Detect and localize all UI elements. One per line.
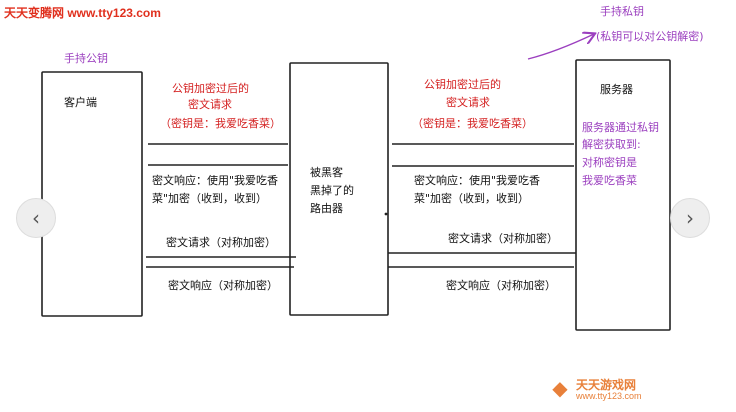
- server-note-line: 解密获取到:: [582, 137, 641, 151]
- right-request-line-text: （密钥是：我爱吃香菜）: [412, 116, 533, 130]
- server-box: [575, 59, 671, 331]
- server-label: 服务器: [600, 83, 633, 96]
- right-response-text: 密文响应：使用"我爱吃香: [414, 173, 540, 187]
- router-label-line: 路由器: [310, 201, 343, 215]
- chevron-left-icon: ‹: [32, 206, 40, 230]
- router-label-line: 被黑客: [310, 165, 343, 179]
- left-request-line-text: （密钥是：我爱吃香菜）: [160, 116, 281, 130]
- server-note-line: 我爱吃香菜: [582, 174, 637, 187]
- right-request-line-text: 公钥加密过后的: [424, 77, 501, 91]
- server-note-line: 服务器通过私钥: [582, 120, 659, 134]
- router-label-line: 黑掉了的: [310, 183, 354, 197]
- client-caption: 手持公钥: [64, 51, 108, 65]
- right-response-text: 菜"加密（收到，收到）: [414, 191, 529, 205]
- right-request-line-text: 密文请求: [446, 95, 490, 109]
- left-request-line-text: 公钥加密过后的: [172, 81, 249, 95]
- game-logo-icon: ◆: [552, 376, 568, 400]
- left-response-text: 密文响应：使用"我爱吃香: [152, 173, 278, 187]
- left-response-text: 菜"加密（收到，收到）: [152, 191, 267, 205]
- server-caption: 手持私钥: [600, 4, 644, 18]
- watermark-bottom-name: 天天游戏网: [576, 378, 637, 392]
- client-box: [41, 71, 143, 317]
- router-dot: [384, 212, 388, 216]
- server-caption-note: (私钥可以对公钥解密): [596, 29, 704, 43]
- private-key-arrow: [527, 34, 594, 60]
- next-slide-button[interactable]: ›: [670, 198, 710, 238]
- client-label: 客户端: [64, 95, 97, 109]
- left-sym-request-text: 密文请求（对称加密）: [166, 235, 276, 249]
- right-sym-request-text: 密文请求（对称加密）: [448, 231, 558, 245]
- right-sym-response-text: 密文响应（对称加密）: [446, 278, 556, 292]
- router-box: [289, 62, 389, 316]
- watermark-bottom-url: www.tty123.com: [576, 391, 642, 401]
- watermark-top: 天天变腾网 www.tty123.com: [4, 6, 161, 20]
- left-sym-response-text: 密文响应（对称加密）: [168, 278, 278, 292]
- left-request-line-text: 密文请求: [188, 97, 232, 111]
- server-note-line: 对称密钥是: [582, 155, 637, 169]
- chevron-right-icon: ›: [686, 206, 694, 230]
- watermark-bottom: ◆ 天天游戏网 www.tty123.com: [548, 376, 658, 406]
- prev-slide-button[interactable]: ‹: [16, 198, 56, 238]
